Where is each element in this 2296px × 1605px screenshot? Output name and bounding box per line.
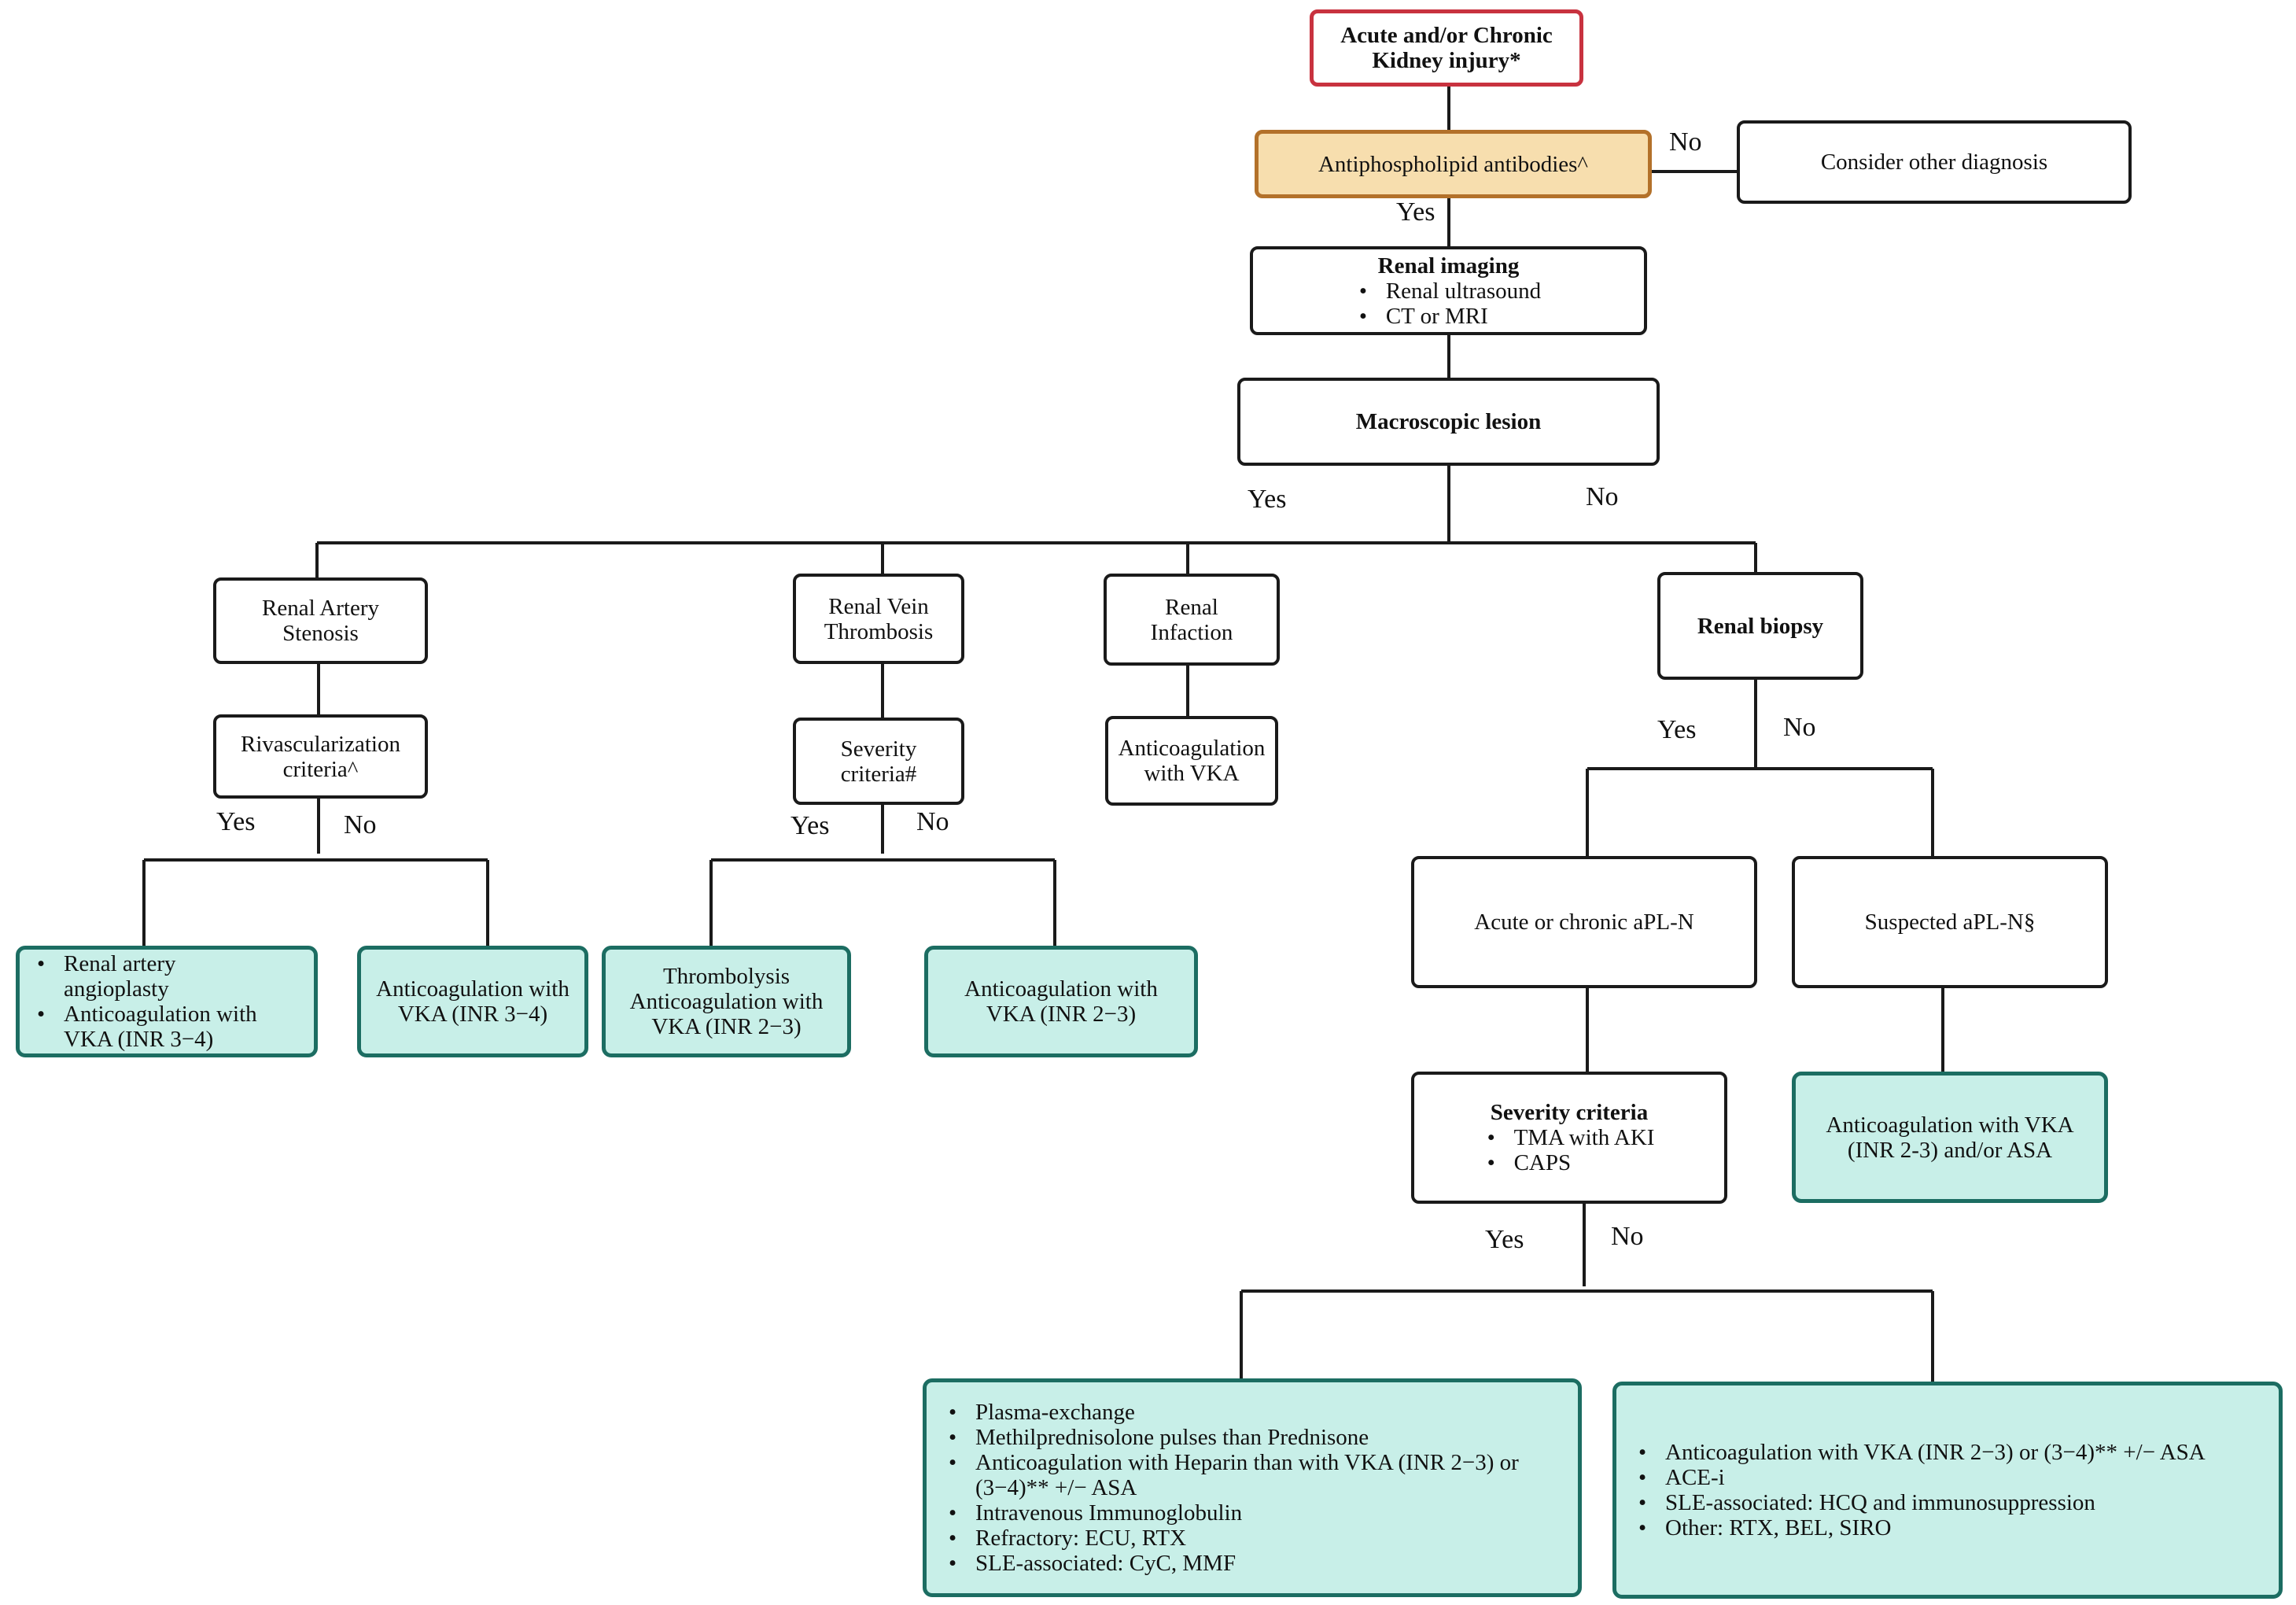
- connector-severity-split: [1240, 1204, 1934, 1382]
- node-rvt-yes-treatment: Thrombolysis Anticoagulation with VKA (I…: [602, 946, 851, 1057]
- connector-rvt-split: [709, 805, 1056, 946]
- node-severity-no-treatment: Anticoagulation with VKA (INR 2−3) or (3…: [1612, 1382, 2283, 1599]
- node-suspected-treatment: Anticoagulation with VKA (INR 2-3) and/o…: [1792, 1072, 2108, 1203]
- node-acute-chronic-apl-n: Acute or chronic aPL-N: [1411, 856, 1757, 988]
- node-infarct-anticoagulation: Anticoagulation with VKA: [1105, 716, 1278, 806]
- node-rvt-severity-criteria: Severity criteria#: [793, 718, 964, 805]
- severity-yes-treatment-list: Plasma-exchange Methilprednisolone pulse…: [945, 1400, 1567, 1576]
- connector-revasc-split: [142, 799, 489, 946]
- node-renal-vein-thrombosis: Renal Vein Thrombosis: [793, 574, 964, 664]
- label-macro-no: No: [1586, 482, 1619, 511]
- label-severity-yes: Yes: [1485, 1225, 1524, 1254]
- label-biopsy-yes: Yes: [1657, 715, 1697, 744]
- label-antibodies-no: No: [1669, 127, 1702, 157]
- severity-no-treatment-list: Anticoagulation with VKA (INR 2−3) or (3…: [1635, 1440, 2272, 1540]
- label-rvt-no: No: [916, 807, 949, 836]
- label-severity-no: No: [1611, 1222, 1644, 1251]
- label-rvt-yes: Yes: [791, 811, 830, 840]
- node-kidney-injury: Acute and/or Chronic Kidney injury*: [1310, 9, 1583, 87]
- node-renal-infarction: Renal Infaction: [1104, 574, 1280, 666]
- connector-macro-branches: [315, 466, 1757, 577]
- node-rvt-no-treatment: Anticoagulation with VKA (INR 2−3): [924, 946, 1198, 1057]
- node-antiphospholipid-antibodies: Antiphospholipid antibodies^: [1255, 130, 1652, 198]
- node-severity-criteria: Severity criteria TMA with AKI CAPS: [1411, 1072, 1727, 1204]
- node-revascularization-criteria: Rivascularization criteria^: [213, 714, 428, 799]
- label-macro-yes: Yes: [1248, 485, 1287, 514]
- renal-imaging-list: Renal ultrasound CT or MRI: [1356, 279, 1541, 329]
- node-renal-artery-stenosis: Renal Artery Stenosis: [213, 577, 428, 664]
- label-biopsy-no: No: [1783, 713, 1816, 742]
- node-ras-no-treatment: Anticoagulation with VKA (INR 3−4): [357, 946, 588, 1057]
- node-severity-yes-treatment: Plasma-exchange Methilprednisolone pulse…: [923, 1378, 1582, 1597]
- node-macroscopic-lesion: Macroscopic lesion: [1237, 378, 1660, 466]
- label-antibodies-yes: Yes: [1396, 197, 1435, 227]
- label-revasc-yes: Yes: [216, 807, 256, 836]
- node-ras-yes-treatment: Renal artery angioplasty Anticoagulation…: [16, 946, 318, 1057]
- node-renal-imaging: Renal imaging Renal ultrasound CT or MRI: [1250, 246, 1647, 335]
- ras-yes-treatment-list: Renal artery angioplasty Anticoagulation…: [34, 951, 292, 1052]
- node-consider-other-diagnosis: Consider other diagnosis: [1737, 120, 2132, 204]
- severity-criteria-list: TMA with AKI CAPS: [1484, 1125, 1655, 1175]
- label-revasc-no: No: [344, 810, 377, 839]
- node-renal-biopsy: Renal biopsy: [1657, 572, 1863, 680]
- node-suspected-apl-n: Suspected aPL-N§: [1792, 856, 2108, 988]
- connector-biopsy-split: [1586, 680, 1934, 856]
